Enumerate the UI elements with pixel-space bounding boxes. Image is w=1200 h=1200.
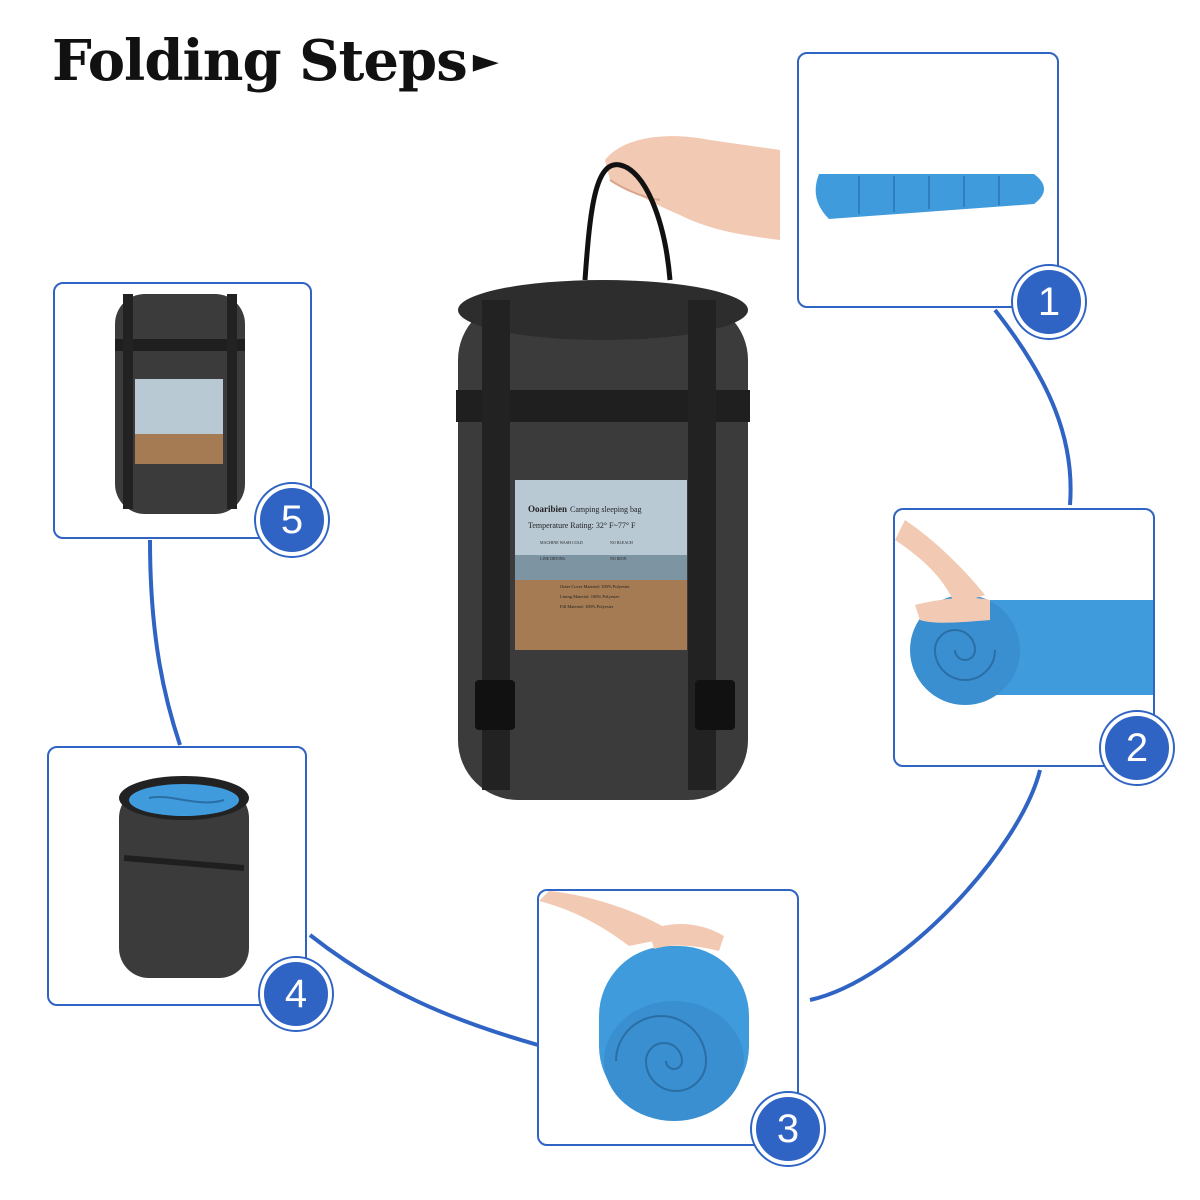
- page-title: Folding Steps►: [52, 28, 499, 94]
- label-care-1: MACHINE WASH COLD: [540, 540, 583, 545]
- step-4-number: 4: [284, 971, 308, 1016]
- step-4-badge: 4: [260, 958, 332, 1030]
- label-product: Camping sleeping bag: [570, 505, 642, 514]
- label-care-3: LINE DRYING: [540, 556, 566, 561]
- step-3-panel: [537, 889, 799, 1146]
- title-arrow-icon: ►: [472, 41, 499, 81]
- label-care-2: NO BLEACH: [610, 540, 633, 545]
- label-material-3: Fill Material: 100% Polyester: [560, 604, 614, 609]
- step-1-badge: 1: [1013, 266, 1085, 338]
- step-2-number: 2: [1125, 725, 1149, 770]
- title-text: Folding Steps: [52, 28, 468, 94]
- main-compressed-bag: Ooaribien Camping sleeping bag Temperatu…: [456, 136, 780, 800]
- flat-sleeping-bag-image: [815, 174, 1044, 219]
- bag-stuffed-in-sack-image: [119, 776, 249, 978]
- step-4-panel: [47, 746, 307, 1006]
- step-1-number: 1: [1037, 279, 1061, 324]
- label-material-2: Lining Material: 100% Polyester: [560, 594, 620, 599]
- step-3-number: 3: [776, 1106, 800, 1151]
- step-5-number: 5: [280, 497, 304, 542]
- label-care-4: NO IRON: [610, 556, 627, 561]
- rolling-sleeping-bag-image: [895, 520, 1153, 705]
- step-2-badge: 2: [1101, 712, 1173, 784]
- packed-bag-image: [115, 294, 245, 514]
- step-3-badge: 3: [752, 1093, 824, 1165]
- rolled-sleeping-bag-image: [539, 891, 749, 1121]
- label-material-1: Outer Cover Material: 100% Polyester: [560, 584, 630, 589]
- step-5-badge: 5: [256, 484, 328, 556]
- step-1-panel: [797, 52, 1059, 308]
- label-brand: Ooaribien: [528, 504, 567, 514]
- label-rating: Temperature Rating: 32° F~77° F: [528, 521, 636, 530]
